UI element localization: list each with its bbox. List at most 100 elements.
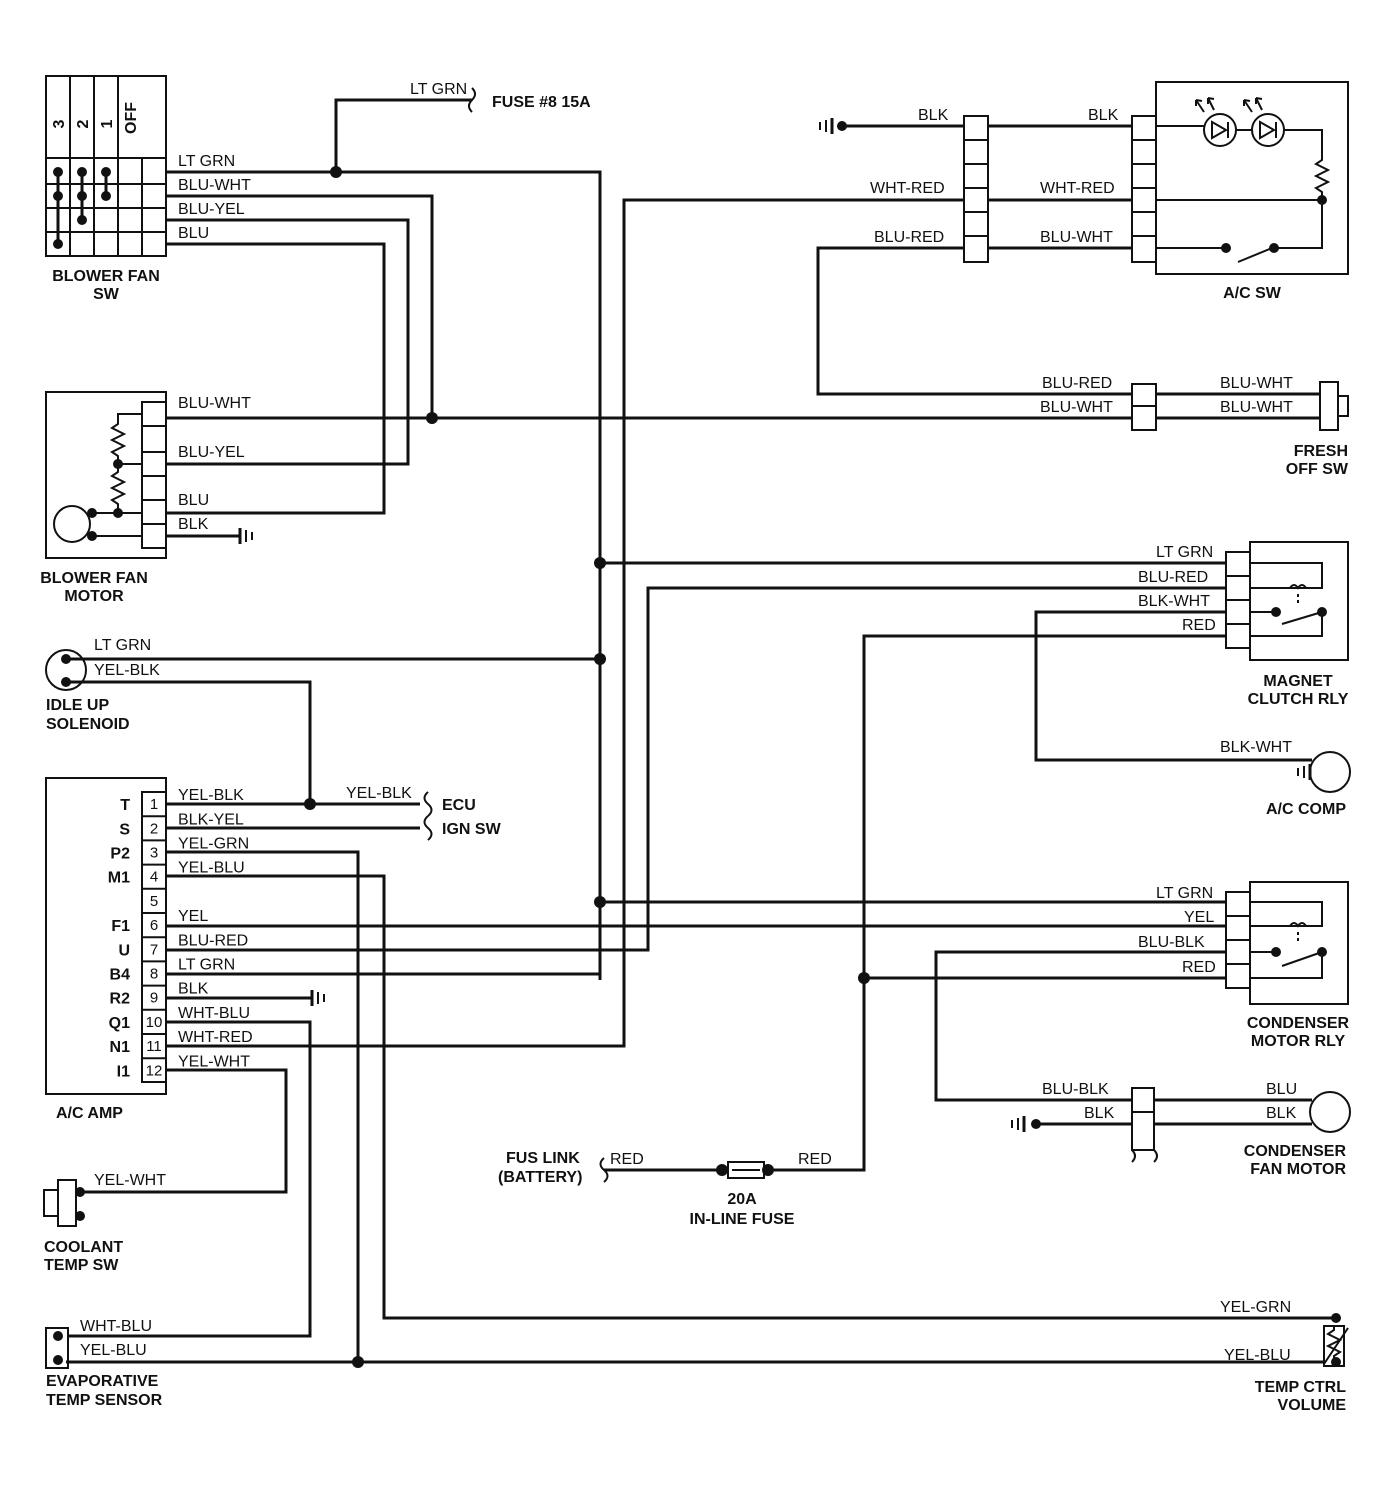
motor-wire-bluyel: BLU-YEL: [178, 444, 245, 461]
ac-comp-label: A/C COMP: [1266, 801, 1346, 818]
amp-terminal-num: 5: [150, 893, 158, 910]
amp-terminal-letter: I1: [117, 1063, 130, 1080]
amp-terminal-wire: YEL-BLK: [178, 787, 244, 804]
amp-terminal-num: 8: [150, 966, 158, 983]
amp-terminal-num: 1: [150, 796, 158, 813]
condenser-motor-relay: LT GRN YEL BLU-BLK RED CONDENSER MOTOR R…: [1138, 881, 1350, 1050]
amp-terminal-num: 7: [150, 941, 158, 958]
fresh-right-bluwht: BLU-WHT: [1220, 375, 1293, 392]
coolant-label-2: TEMP SW: [44, 1257, 119, 1274]
evap-wire-yelblu: YEL-BLU: [80, 1342, 147, 1359]
fan-sw-pos-off: OFF: [123, 102, 140, 134]
idle-up-label-2: SOLENOID: [46, 716, 130, 733]
ac-compressor: BLK-WHT A/C COMP: [1220, 739, 1351, 818]
evap-wire-whtblu: WHT-BLU: [80, 1318, 152, 1335]
cond-rly-wire-yel: YEL: [1184, 909, 1214, 926]
fan-sw-pos-2: 2: [75, 119, 92, 128]
ac-amp-label: A/C AMP: [56, 1105, 123, 1122]
fus-link-label-2: (BATTERY): [498, 1169, 582, 1186]
blower-fan-motor: BLU-WHT BLU-YEL BLU BLK BLOWER FAN MOTOR: [40, 391, 253, 605]
amp-terminal-letter: M1: [108, 870, 130, 887]
magnet-wire-ltgrn: LT GRN: [1156, 544, 1213, 561]
magnet-clutch-relay: LT GRN BLU-RED BLK-WHT RED MAGNET CLUTCH…: [1138, 541, 1349, 708]
fresh-left-bluwht: BLU-WHT: [1040, 399, 1113, 416]
fresh-off-label: FRESH: [1294, 443, 1348, 460]
fresh-off-label-2: OFF SW: [1286, 461, 1349, 478]
amp-terminal-letter: Q1: [109, 1015, 130, 1032]
amp-terminal-wire: LT GRN: [178, 957, 235, 974]
fan-sw-wires: LT GRN BLU-WHT BLU-YEL BLU LT GRN FUSE #…: [166, 81, 602, 980]
inline-fuse-label: 20A: [727, 1191, 757, 1208]
amp-terminal-letter: T: [120, 797, 130, 814]
blower-fan-motor-label-2: MOTOR: [64, 588, 124, 605]
cond-rly-wire-blublk: BLU-BLK: [1138, 934, 1205, 951]
condenser-fan-motor: BLU-BLK BLK BLU BLK CONDENSER FAN MOTOR: [1011, 1081, 1351, 1178]
amp-terminal-letter: U: [118, 942, 130, 959]
condenser-rly-label: CONDENSER: [1247, 1015, 1350, 1032]
idle-wire-yelblk: YEL-BLK: [94, 662, 160, 679]
condenser-rly-label-2: MOTOR RLY: [1251, 1033, 1346, 1050]
fresh-left-blured: BLU-RED: [1042, 375, 1112, 392]
ac-switch: BLK WHT-RED BLU-RED BLK WHT-RED BLU-WHT …: [816, 81, 1349, 396]
amp-terminal-num: 4: [150, 869, 158, 886]
ac-amp-terminals: 1TYEL-BLK2SBLK-YEL3P2YEL-GRN4M1YEL-BLU56…: [108, 787, 253, 1080]
evap-label: EVAPORATIVE: [46, 1373, 159, 1390]
acsw-left-blured: BLU-RED: [874, 229, 944, 246]
amp-terminal-wire: WHT-BLU: [178, 1005, 250, 1022]
amp-terminal-num: 2: [150, 820, 158, 837]
inline-fuse-circuit: FUS LINK (BATTERY) RED RED 20A IN-LINE F…: [498, 1150, 832, 1228]
amp-terminal-wire: BLK: [178, 981, 209, 998]
amp-terminal-letter: B4: [110, 967, 131, 984]
cond-fan-right-blu: BLU: [1266, 1081, 1297, 1098]
amp-terminal-wire: YEL-GRN: [178, 836, 249, 853]
fan-sw-pos-1: 1: [99, 119, 116, 128]
fresh-off-switch: BLU-RED BLU-WHT BLU-WHT BLU-WHT FRESH OF…: [1040, 375, 1349, 478]
cond-fan-right-blk: BLK: [1266, 1105, 1297, 1122]
blower-fan-sw-label: BLOWER FAN: [52, 268, 160, 285]
coolant-label: COOLANT: [44, 1239, 123, 1256]
idle-up-solenoid: LT GRN YEL-BLK IDLE UP SOLENOID: [45, 637, 606, 804]
magnet-wire-blkwht: BLK-WHT: [1138, 593, 1210, 610]
fan-sw-wire-bluwht: BLU-WHT: [178, 177, 251, 194]
fan-sw-wire-bluyel: BLU-YEL: [178, 201, 245, 218]
temp-ctrl-label: TEMP CTRL: [1255, 1379, 1346, 1396]
blower-fan-switch: 3 2 1 OFF BLOWER FAN SW: [45, 75, 167, 303]
ecu-label: ECU: [442, 797, 476, 814]
temp-ctrl-label-2: VOLUME: [1278, 1397, 1347, 1414]
amp-terminal-num: 9: [150, 990, 158, 1007]
magnet-clutch-label-2: CLUTCH RLY: [1248, 691, 1349, 708]
amp-terminal-wire: YEL-BLU: [178, 860, 245, 877]
amp-terminal-letter: P2: [110, 846, 130, 863]
magnet-wire-red: RED: [1182, 617, 1216, 634]
ac-sw-label: A/C SW: [1223, 285, 1282, 302]
fus-link-wire: RED: [610, 1151, 644, 1168]
blower-fan-motor-label: BLOWER FAN: [40, 570, 148, 587]
acsw-right-whtred: WHT-RED: [1040, 180, 1115, 197]
acsw-right-bluwht: BLU-WHT: [1040, 229, 1113, 246]
fuse8-wire: LT GRN: [410, 81, 467, 98]
acsw-right-blk: BLK: [1088, 107, 1119, 124]
idle-wire-ltgrn: LT GRN: [94, 637, 151, 654]
amp-terminal-num: 12: [146, 1062, 163, 1079]
fan-sw-wire-blu: BLU: [178, 225, 209, 242]
magnet-clutch-label: MAGNET: [1263, 673, 1333, 690]
fresh-right-bluwht-2: BLU-WHT: [1220, 399, 1293, 416]
cond-fan-left-blk: BLK: [1084, 1105, 1115, 1122]
fuse8-label: FUSE #8 15A: [492, 94, 591, 111]
cond-rly-wire-red: RED: [1182, 959, 1216, 976]
amp-terminal-wire: BLU-RED: [178, 932, 248, 949]
ac-amp-wires: YEL-BLK ECU IGN SW: [66, 198, 1336, 1362]
evaporative-temp-sensor: WHT-BLU YEL-BLU EVAPORATIVE TEMP SENSOR: [45, 1318, 1336, 1409]
inline-fuse-label-2: IN-LINE FUSE: [690, 1211, 795, 1228]
motor-wire-blk: BLK: [178, 516, 209, 533]
fan-sw-pos-3: 3: [51, 119, 68, 128]
coolant-wire: YEL-WHT: [94, 1172, 166, 1189]
amp-terminal-wire: YEL: [178, 908, 208, 925]
ecu-wire: YEL-BLK: [346, 785, 412, 802]
temp-control-volume: YEL-GRN YEL-BLU TEMP CTRL VOLUME: [1220, 1299, 1349, 1414]
amp-terminal-num: 6: [150, 917, 158, 934]
amp-terminal-wire: WHT-RED: [178, 1029, 253, 1046]
condenser-fan-label-2: FAN MOTOR: [1250, 1161, 1346, 1178]
ign-sw-label: IGN SW: [442, 821, 502, 838]
temp-ctrl-wire-yelgrn: YEL-GRN: [1220, 1299, 1291, 1316]
